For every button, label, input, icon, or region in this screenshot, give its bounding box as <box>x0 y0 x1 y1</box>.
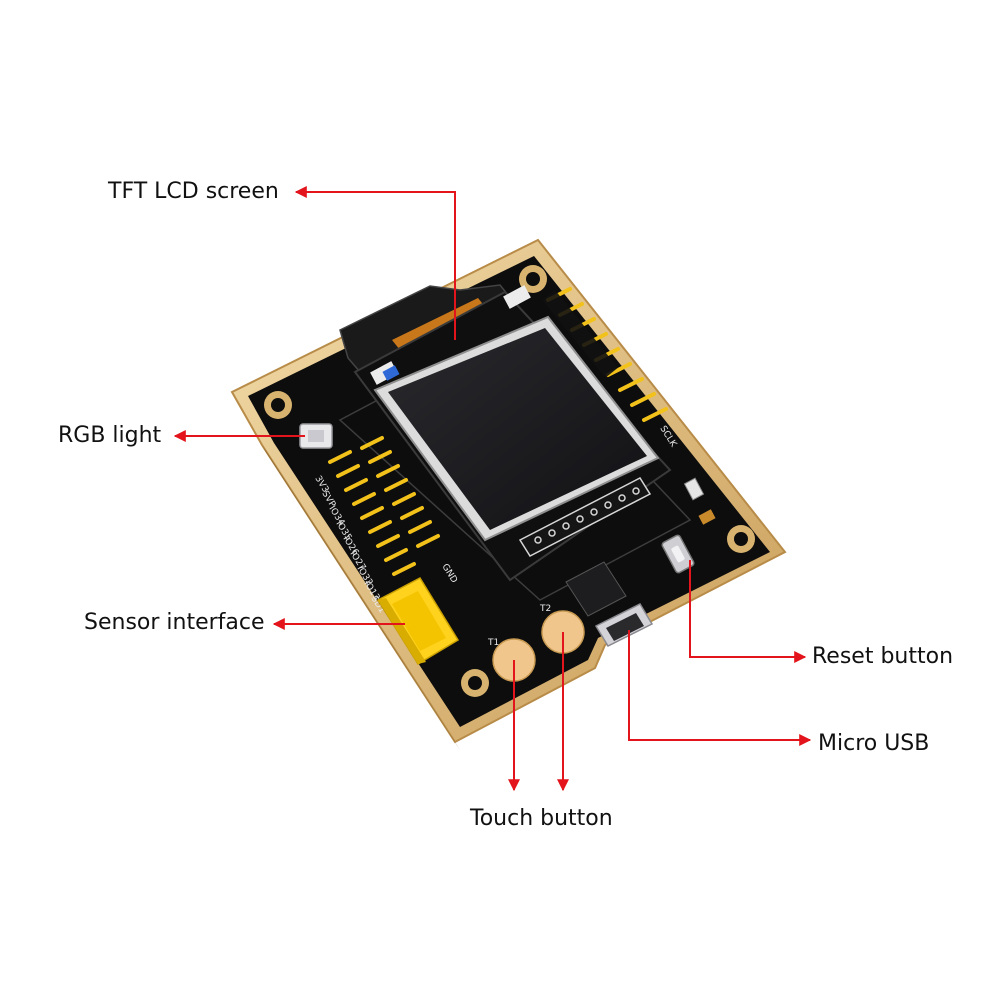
label-tft-lcd-screen: TFT LCD screen <box>108 179 279 204</box>
touch-pad-2-label: T2 <box>539 604 551 614</box>
label-sensor-interface: Sensor interface <box>84 610 265 635</box>
board-thickness <box>262 445 460 750</box>
touch-pad-1-label: T1 <box>487 638 499 648</box>
mounting-holes <box>264 265 755 697</box>
callout-arrows <box>173 186 812 792</box>
arrow-micro-usb <box>628 630 812 746</box>
reset-button-part <box>661 534 695 574</box>
label-reset-button: Reset button <box>812 644 954 669</box>
arrow-tft-lcd <box>294 186 456 340</box>
arrow-reset-button <box>689 560 807 663</box>
label-rgb-light: RGB light <box>58 423 162 448</box>
sensor-connector <box>376 577 460 666</box>
left-header-pins <box>328 436 440 576</box>
mcu-chip <box>565 561 627 617</box>
label-touch-button: Touch button <box>470 806 613 831</box>
label-micro-usb: Micro USB <box>818 731 930 756</box>
micro-usb-port <box>594 603 654 647</box>
lcd-module <box>339 284 672 582</box>
